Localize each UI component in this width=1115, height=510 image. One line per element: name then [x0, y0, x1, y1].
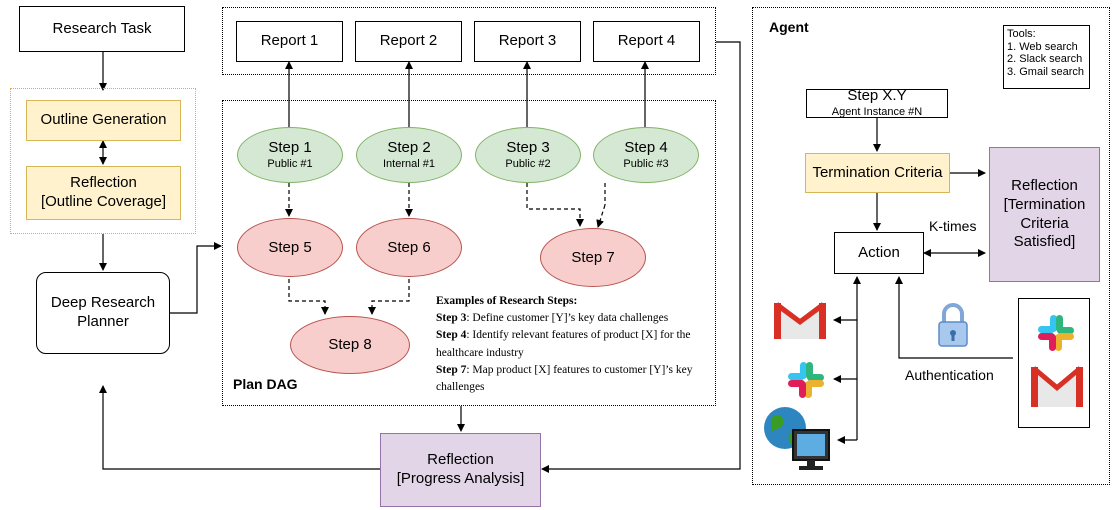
- example-step-7-text: : Map product [X] features to customer […: [436, 363, 693, 394]
- planner-line2: Planner: [77, 313, 129, 330]
- step-7-node: Step 7: [540, 228, 646, 287]
- report-3: Report 3: [474, 21, 581, 62]
- examples-heading: Examples of Research Steps:: [436, 295, 578, 307]
- outline-reflection-title: Reflection: [70, 174, 137, 192]
- outline-generation-label: Outline Generation: [40, 111, 167, 129]
- example-step-4: Step 4: Identify relevant features of pr…: [436, 327, 718, 361]
- gmail-icon: [1030, 365, 1084, 407]
- plan-dag-group: [222, 100, 716, 406]
- report-1-label: Report 1: [260, 32, 319, 50]
- termination-reflection-l4: Satisfied]: [1013, 233, 1076, 251]
- step-8-title: Step 8: [328, 336, 372, 353]
- example-step-4-text: : Identify relevant features of product …: [436, 329, 691, 359]
- agent-label: Agent: [769, 19, 809, 35]
- step-xy-title: Step X.Y: [847, 86, 907, 104]
- termination-reflection-l2: [Termination: [1003, 195, 1086, 213]
- step-4-title: Step 4: [624, 138, 668, 156]
- step-xy-box: [806, 89, 948, 118]
- step-6-title: Step 6: [387, 238, 431, 256]
- example-step-7: Step 7: Map product [X] features to cust…: [436, 362, 718, 396]
- report-3-label: Report 3: [498, 32, 557, 50]
- step-1-title: Step 1: [268, 138, 312, 156]
- termination-criteria-box: Termination Criteria: [805, 153, 950, 193]
- k-times-label: K-times: [929, 218, 977, 234]
- step-2-title: Step 2: [387, 138, 431, 156]
- agent-group: [752, 7, 1110, 485]
- outline-generation-box: Outline Generation: [26, 100, 181, 141]
- termination-reflection-l1: Reflection: [1011, 177, 1078, 194]
- deep-research-planner: Deep Research Planner: [36, 272, 170, 354]
- step-4-node: Step 4 Public #3: [593, 127, 699, 183]
- progress-reflection-box: Reflection [Progress Analysis]: [380, 433, 541, 507]
- progress-reflection-title: Reflection: [427, 451, 494, 469]
- report-4: Report 4: [593, 21, 700, 62]
- slack-icon: [1038, 315, 1074, 351]
- example-step-7-label: Step 7: [436, 363, 467, 376]
- step-3-title: Step 3: [506, 138, 550, 156]
- action-box: Action: [834, 232, 924, 274]
- tools-list: Tools: 1. Web search 2. Slack search 3. …: [1003, 25, 1090, 89]
- step-1-node: Step 1 Public #1: [237, 127, 343, 183]
- web-globe-icon: [764, 407, 830, 470]
- step-xy-content: Step X.Y Agent Instance #N: [806, 86, 948, 118]
- planner-line1: Deep Research: [50, 294, 156, 312]
- plan-dag-label: Plan DAG: [233, 376, 298, 392]
- action-label: Action: [858, 243, 900, 261]
- agent-instance-label: Agent Instance #N: [831, 105, 923, 118]
- research-task-label: Research Task: [52, 19, 152, 37]
- step-1-sub: Public #1: [267, 157, 313, 170]
- research-step-examples: Examples of Research Steps: Step 3: Defi…: [436, 293, 718, 396]
- report-1: Report 1: [236, 21, 343, 62]
- step-3-sub: Public #2: [505, 157, 551, 170]
- step-2-node: Step 2 Internal #1: [356, 127, 462, 183]
- reports-group: [222, 7, 716, 75]
- report-2: Report 2: [355, 21, 462, 62]
- outline-reflection-sub: [Outline Coverage]: [40, 193, 167, 210]
- termination-reflection-box: Reflection [Termination Criteria Satisfi…: [989, 147, 1100, 282]
- report-4-label: Report 4: [617, 32, 676, 50]
- termination-reflection-l3: Criteria: [1020, 214, 1069, 232]
- report-2-label: Report 2: [379, 32, 438, 50]
- slack-icon: [788, 362, 824, 398]
- tool-slack-search: 2. Slack search: [1007, 53, 1083, 65]
- step-8-node: Step 8: [290, 316, 410, 374]
- example-step-3-label: Step 3: [436, 312, 467, 325]
- gmail-icon: [773, 301, 827, 339]
- outline-group: [10, 88, 196, 234]
- outline-reflection-box: Reflection [Outline Coverage]: [26, 166, 181, 220]
- step-2-sub: Internal #1: [383, 157, 435, 170]
- tool-gmail-search: 3. Gmail search: [1007, 65, 1085, 78]
- step-3-node: Step 3 Public #2: [475, 127, 581, 183]
- research-task-box: Research Task: [19, 6, 185, 52]
- step-7-title: Step 7: [571, 248, 615, 266]
- tool-web-search: 1. Web search: [1007, 40, 1078, 53]
- example-step-3: Step 3: Define customer [Y]’s key data c…: [436, 310, 718, 327]
- lock-icon: [938, 303, 968, 347]
- progress-reflection-sub: [Progress Analysis]: [396, 470, 525, 487]
- step-5-title: Step 5: [268, 238, 312, 256]
- termination-criteria-label: Termination Criteria: [812, 163, 943, 181]
- step-4-sub: Public #3: [623, 157, 669, 170]
- example-step-4-label: Step 4: [436, 329, 467, 342]
- example-step-3-text: : Define customer [Y]’s key data challen…: [466, 312, 669, 325]
- tools-heading: Tools:: [1007, 28, 1036, 40]
- step-5-node: Step 5: [237, 218, 343, 277]
- step-6-node: Step 6: [356, 218, 462, 277]
- authentication-label: Authentication: [905, 367, 994, 383]
